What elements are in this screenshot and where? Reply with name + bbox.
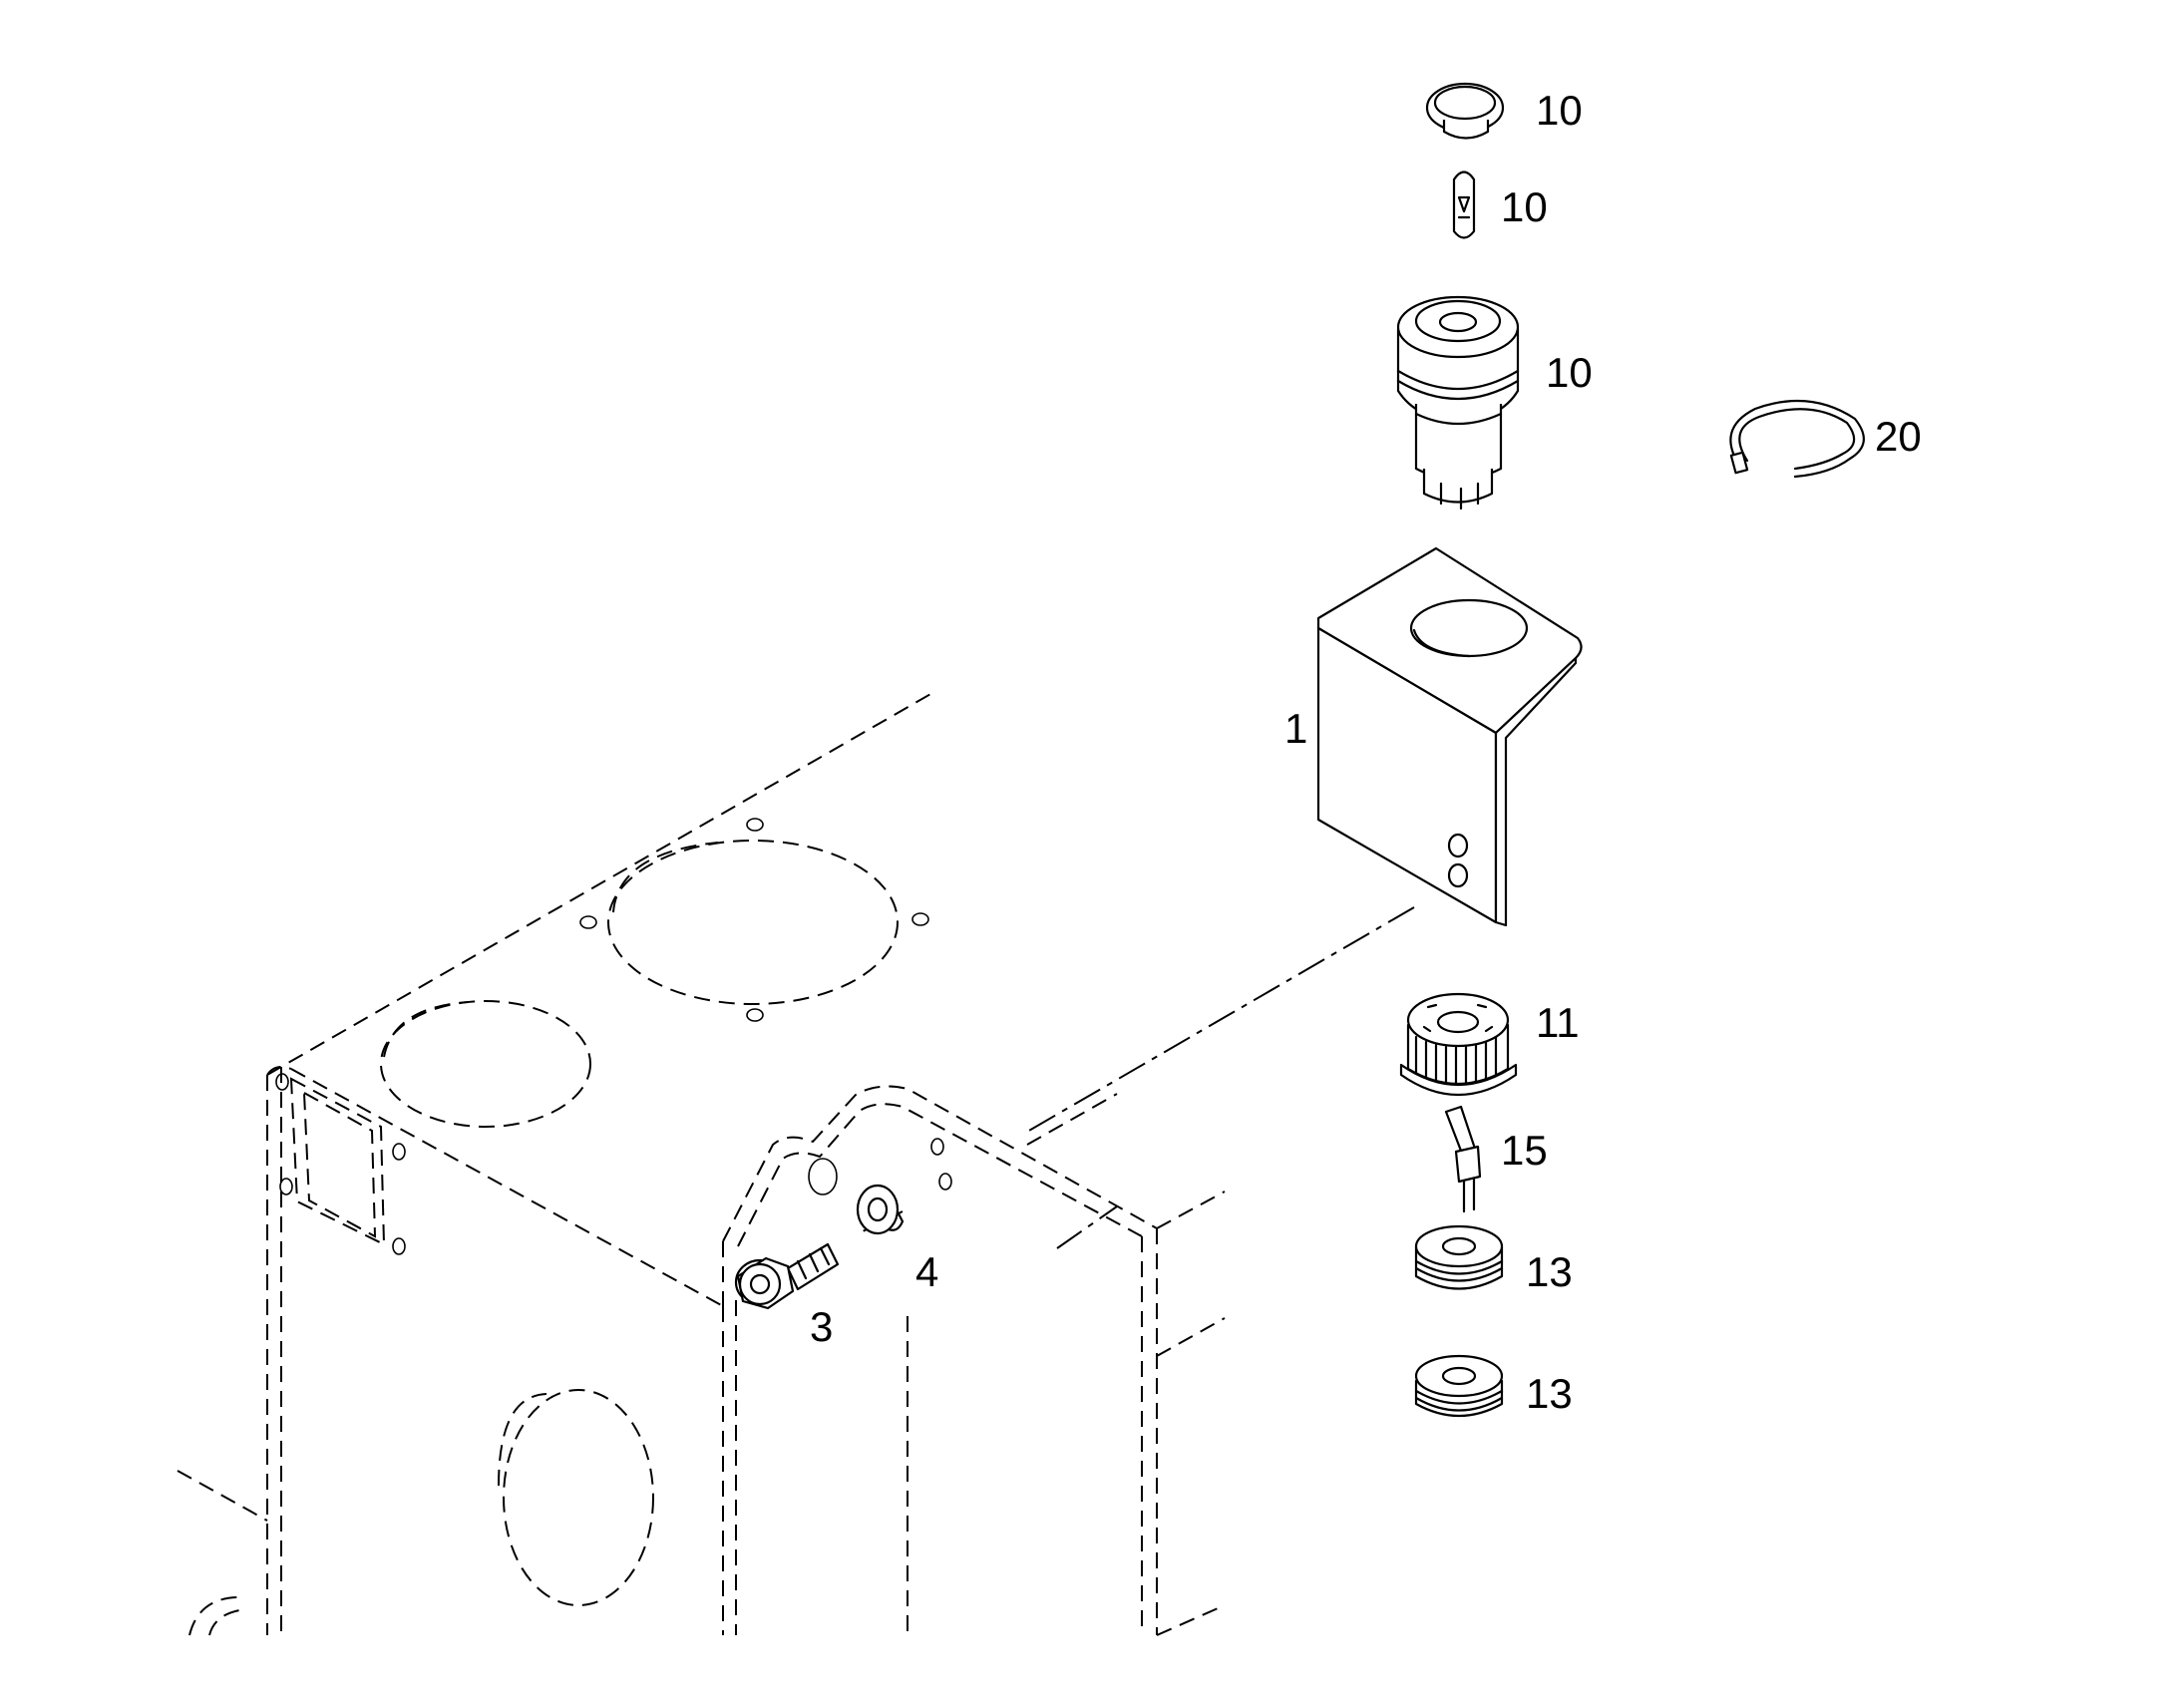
part-3-cap-screw [734, 1242, 840, 1310]
part-4-washer [856, 1184, 905, 1235]
callout-13-grommet-lower: 13 [1526, 1370, 1573, 1417]
callout-10-bulb: 10 [1501, 183, 1548, 230]
part-10-bulb [1452, 171, 1476, 239]
part-13-grommet-lower [1414, 1354, 1504, 1418]
callout-20-circlip: 20 [1875, 413, 1922, 460]
callout-13-grommet-upper: 13 [1526, 1248, 1573, 1295]
callout-3-cap-screw: 3 [810, 1303, 833, 1350]
part-11-knurled-nut [1399, 992, 1518, 1097]
callout-10-cap: 10 [1536, 87, 1583, 134]
callout-11-knurled-nut: 11 [1536, 999, 1580, 1046]
callout-1-bracket: 1 [1284, 705, 1307, 752]
callout-10-lamp-holder: 10 [1546, 349, 1593, 396]
callout-15-cable-connector: 15 [1501, 1127, 1548, 1174]
part-10-lamp-holder [1396, 295, 1520, 511]
part-10-cap [1425, 82, 1505, 140]
part-15-cable-connector [1444, 1105, 1482, 1213]
part-1-bracket [1316, 546, 1583, 927]
transmission-housing-outline [177, 692, 1415, 1636]
part-20-circlip [1729, 399, 1865, 479]
part-13-grommet-upper [1414, 1224, 1504, 1290]
callout-4-washer: 4 [915, 1248, 938, 1295]
callout-labels: 10 10 10 20 1 11 15 13 13 3 4 [810, 87, 1922, 1417]
